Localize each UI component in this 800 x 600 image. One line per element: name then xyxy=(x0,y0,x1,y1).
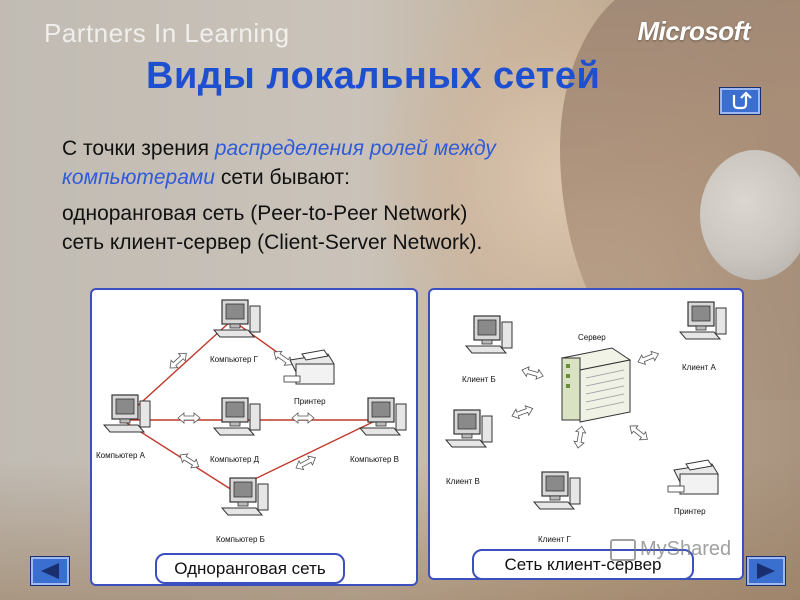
label-client-g: Клиент Г xyxy=(538,535,572,544)
printer-icon xyxy=(667,459,719,495)
computer-d-icon xyxy=(213,397,261,436)
computer-b-icon xyxy=(221,477,269,516)
slide-body: С точки зрения распределения ролей между… xyxy=(62,134,702,257)
return-arrow-icon xyxy=(732,91,752,110)
list-item: сеть клиент-сервер (Client-Server Networ… xyxy=(62,231,483,254)
label-printer: Принтер xyxy=(674,507,706,516)
label-computer-v: Компьютер В xyxy=(350,455,399,464)
slide-title: Виды локальных сетей xyxy=(146,55,601,97)
previous-slide-button[interactable] xyxy=(30,556,70,586)
label-client-v: Клиент В xyxy=(446,477,480,486)
client-a-icon xyxy=(679,301,727,340)
watermark: MyShared xyxy=(610,538,731,561)
computer-v-icon xyxy=(359,397,407,436)
client-v-icon xyxy=(445,409,493,448)
label-computer-g: Компьютер Г xyxy=(210,355,259,364)
label-computer-d: Компьютер Д xyxy=(210,455,260,464)
triangle-left-icon xyxy=(41,563,59,579)
intro-prefix: С точки зрения xyxy=(62,137,215,160)
computer-g-icon xyxy=(213,299,261,338)
caption-peer-to-peer: Одноранговая сеть xyxy=(155,553,345,584)
intro-highlight: распределения ролей между xyxy=(214,137,496,160)
watermark-logo-icon xyxy=(610,538,636,561)
label-client-a: Клиент А xyxy=(682,363,717,372)
nav-return-button[interactable] xyxy=(719,87,761,115)
brand-microsoft-logo: Microsoft xyxy=(637,16,751,46)
label-printer: Принтер xyxy=(294,397,326,406)
intro-suffix: сети бывают: xyxy=(215,166,350,189)
intro-paragraph: С точки зрения распределения ролей между… xyxy=(62,134,702,192)
next-slide-button[interactable] xyxy=(746,556,786,586)
watermark-text: MyShared xyxy=(640,538,732,560)
peer-to-peer-diagram: Компьютер Г Принтер Компьютер А Компьюте… xyxy=(90,288,418,586)
server-icon xyxy=(560,347,632,423)
client-server-diagram: Сервер Клиент Б Клиент А Клиент В Клиент… xyxy=(428,288,744,580)
label-client-b: Клиент Б xyxy=(462,375,496,384)
triangle-right-icon xyxy=(757,563,775,579)
client-b-icon xyxy=(465,315,513,354)
printer-icon xyxy=(283,349,335,385)
brand-partners-in-learning: Partners In Learning xyxy=(44,18,290,48)
client-g-icon xyxy=(533,471,581,510)
list-item: одноранговая сеть (Peer-to-Peer Network) xyxy=(62,202,468,225)
intro-highlight-2: компьютерами xyxy=(62,166,215,189)
headset-image xyxy=(700,150,800,280)
label-computer-b: Компьютер Б xyxy=(216,535,265,544)
label-server: Сервер xyxy=(578,333,606,342)
label-computer-a: Компьютер А xyxy=(96,451,146,460)
computer-a-icon xyxy=(103,394,151,433)
